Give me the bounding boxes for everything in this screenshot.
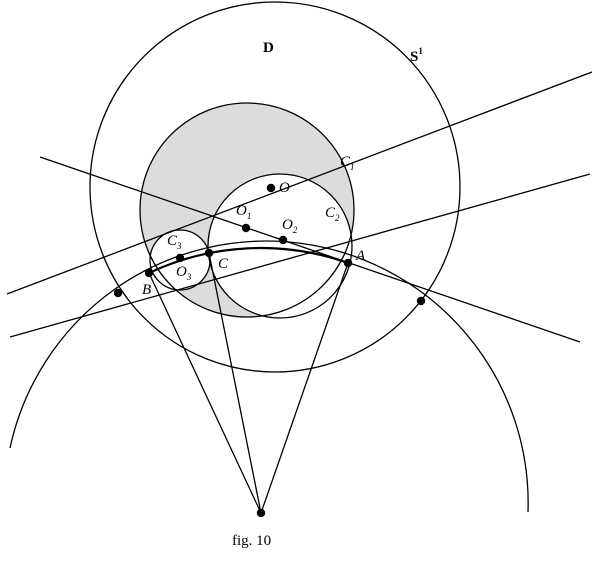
line-apex-c — [208, 252, 262, 514]
point-c — [204, 248, 214, 258]
label-o: O — [279, 180, 290, 196]
label-c: C — [218, 256, 229, 272]
point-o2 — [278, 235, 288, 245]
point-o — [266, 183, 276, 193]
point-apex — [256, 508, 266, 518]
label-c1: C1 — [340, 154, 355, 172]
label-a: A — [355, 248, 366, 264]
label-c2: C2 — [325, 205, 340, 223]
shaded-region — [140, 103, 354, 317]
circle-c2 — [207, 173, 353, 319]
circle-s1 — [89, 1, 461, 373]
outer-arc — [9, 240, 529, 513]
line-tangent — [39, 156, 581, 343]
point-b — [144, 268, 154, 278]
point-left-intersection — [113, 288, 123, 298]
label-d: D — [263, 40, 274, 56]
label-o2: O2 — [282, 217, 298, 235]
circle-c1 — [139, 102, 355, 318]
label-o1: O1 — [236, 203, 251, 221]
arc-b-a — [148, 246, 349, 274]
point-o1 — [241, 223, 251, 233]
point-o3 — [175, 253, 185, 263]
point-right-intersection — [416, 296, 426, 306]
label-c3: C3 — [167, 233, 182, 251]
caption: fig. 10 — [232, 533, 271, 549]
label-o3: O3 — [176, 264, 192, 282]
label-s1: S1 — [410, 46, 423, 65]
line-apex-a — [260, 262, 349, 514]
line-through-o1 — [6, 71, 593, 295]
point-a — [343, 258, 353, 268]
line-through-o2 — [9, 173, 591, 338]
label-b: B — [142, 282, 151, 298]
line-apex-b — [148, 272, 262, 514]
